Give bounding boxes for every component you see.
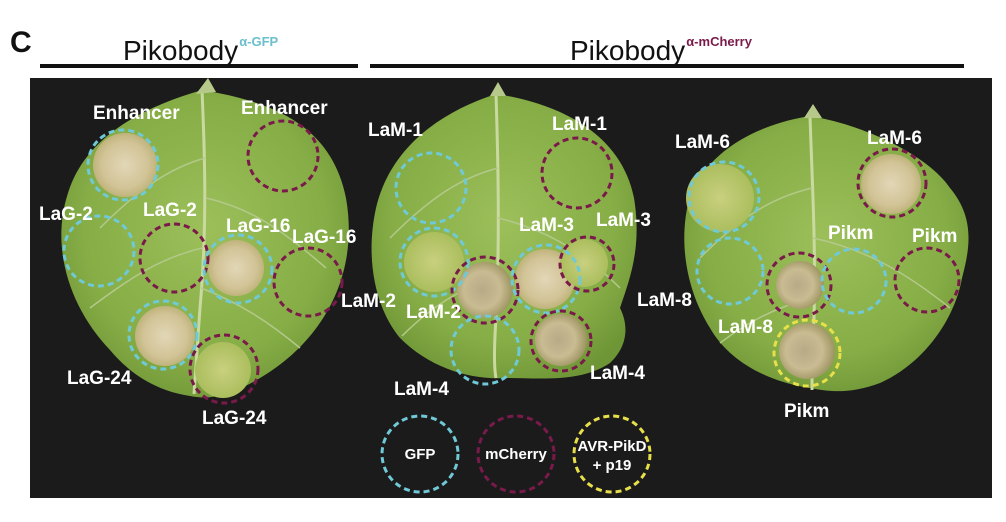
label-lam1-mcherry: LaM-1 bbox=[552, 114, 607, 135]
spot-lam3-mcherry bbox=[558, 235, 616, 293]
spot-lag24-gfp bbox=[127, 299, 199, 371]
lesion-lam2-mcherry bbox=[457, 262, 513, 318]
label-enhancer-gfp: Enhancer bbox=[93, 103, 180, 124]
label-lam2-gfp: LaM-2 bbox=[341, 291, 396, 312]
title-mcherry-sup: α-mCherry bbox=[686, 34, 752, 49]
leaf-2-blade bbox=[371, 94, 637, 379]
leaf-photo-svg: Enhancer Enhancer LaG-2 LaG-2 LaG-16 LaG… bbox=[39, 78, 969, 494]
title-pikobody-gfp: Pikobodyα-GFP bbox=[123, 34, 278, 67]
spot-lam1-mcherry bbox=[540, 136, 614, 210]
label-lag24-gfp: LaG-24 bbox=[67, 368, 132, 389]
title-underline-mcherry bbox=[370, 64, 964, 68]
lesion-lag16-gfp bbox=[208, 240, 264, 296]
spot-lag16-gfp bbox=[202, 233, 274, 305]
spot-lam3-gfp bbox=[510, 243, 582, 315]
label-lam6-gfp: LaM-6 bbox=[675, 132, 730, 153]
title-underline-gfp bbox=[40, 64, 358, 68]
spot-lam8-mcherry bbox=[765, 251, 833, 319]
lesion-lam4-mcherry bbox=[535, 314, 587, 366]
title-gfp-sup: α-GFP bbox=[239, 34, 279, 49]
spot-lag2-gfp bbox=[62, 214, 136, 288]
label-enhancer-mcherry: Enhancer bbox=[241, 98, 328, 119]
spot-lam2-gfp bbox=[398, 226, 470, 298]
leaf-2: LaM-1 LaM-1 LaM-2 LaM-2 LaM-3 LaM-3 LaM-… bbox=[341, 82, 651, 400]
label-pikm-mcherry: Pikm bbox=[912, 226, 957, 247]
spot-pikm-avr bbox=[772, 318, 842, 388]
label-pikm-avr: Pikm bbox=[784, 401, 829, 422]
label-lag16-mcherry: LaG-16 bbox=[292, 227, 356, 248]
label-pikm-gfp: Pikm bbox=[828, 223, 873, 244]
spot-lam4-mcherry bbox=[529, 309, 593, 373]
label-lam1-gfp: LaM-1 bbox=[368, 120, 423, 141]
label-lag2-mcherry: LaG-2 bbox=[143, 200, 197, 221]
spot-lam2-mcherry bbox=[450, 255, 520, 325]
spot-lam4-gfp bbox=[449, 314, 521, 386]
label-lam4-gfp: LaM-4 bbox=[394, 379, 449, 400]
lesion-pikm-avr bbox=[779, 323, 835, 379]
spot-lam8-gfp bbox=[695, 236, 765, 306]
leaf-1: Enhancer Enhancer LaG-2 LaG-2 LaG-16 LaG… bbox=[39, 78, 356, 429]
label-lam3-gfp: LaM-3 bbox=[519, 215, 574, 236]
label-lam8-mcherry: LaM-8 bbox=[718, 317, 773, 338]
lesion-lam6-mcherry bbox=[861, 154, 921, 214]
label-lam3-mcherry: LaM-3 bbox=[596, 210, 651, 231]
lesion-lam8-mcherry bbox=[776, 261, 824, 309]
label-lag24-mcherry: LaG-24 bbox=[202, 408, 267, 429]
leaf-photo: Enhancer Enhancer LaG-2 LaG-2 LaG-16 LaG… bbox=[30, 78, 992, 498]
lesion-lag24-gfp bbox=[135, 306, 195, 366]
title-pikobody-mcherry: Pikobodyα-mCherry bbox=[570, 34, 752, 67]
spot-lag2-mcherry bbox=[138, 222, 210, 294]
spot-pikm-gfp bbox=[820, 247, 888, 315]
spot-enhancer-gfp bbox=[86, 128, 160, 202]
spot-lam1-gfp bbox=[394, 151, 468, 225]
spot-pikm-mcherry bbox=[893, 246, 961, 314]
label-lam6-mcherry: LaM-6 bbox=[867, 128, 922, 149]
legend-mcherry-circle bbox=[476, 414, 556, 494]
title-gfp-main: Pikobody bbox=[123, 35, 239, 66]
label-lam8-gfp: LaM-8 bbox=[637, 290, 692, 311]
legend-gfp-label: GFP bbox=[405, 446, 436, 463]
legend-mcherry-label: mCherry bbox=[485, 446, 547, 463]
legend-avr-label-line1: AVR-PikD bbox=[578, 438, 647, 455]
panel-letter: C bbox=[10, 26, 32, 59]
spot-enhancer-mcherry bbox=[246, 119, 320, 193]
label-lam2-mcherry: LaM-2 bbox=[406, 302, 461, 323]
spot-lag24-mcherry bbox=[188, 333, 260, 405]
title-mcherry-main: Pikobody bbox=[570, 35, 686, 66]
legend-avr-label-line2: + p19 bbox=[593, 457, 632, 474]
leaf-3: LaM-6 LaM-6 LaM-8 LaM-8 Pikm Pikm Pikm bbox=[637, 104, 969, 422]
spot-lam6-mcherry bbox=[856, 147, 928, 219]
spot-lag16-mcherry bbox=[272, 246, 344, 318]
label-lag2-gfp: LaG-2 bbox=[39, 204, 93, 225]
spot-lam6-gfp bbox=[687, 160, 761, 234]
legend-gfp-circle bbox=[380, 414, 460, 494]
label-lam4-mcherry: LaM-4 bbox=[590, 363, 645, 384]
lesion-enhancer-gfp bbox=[93, 133, 157, 197]
legend-avr-circle bbox=[572, 414, 652, 494]
label-lag16-gfp: LaG-16 bbox=[226, 216, 290, 237]
legend: GFP mCherry AVR-PikD + p19 bbox=[380, 414, 652, 494]
